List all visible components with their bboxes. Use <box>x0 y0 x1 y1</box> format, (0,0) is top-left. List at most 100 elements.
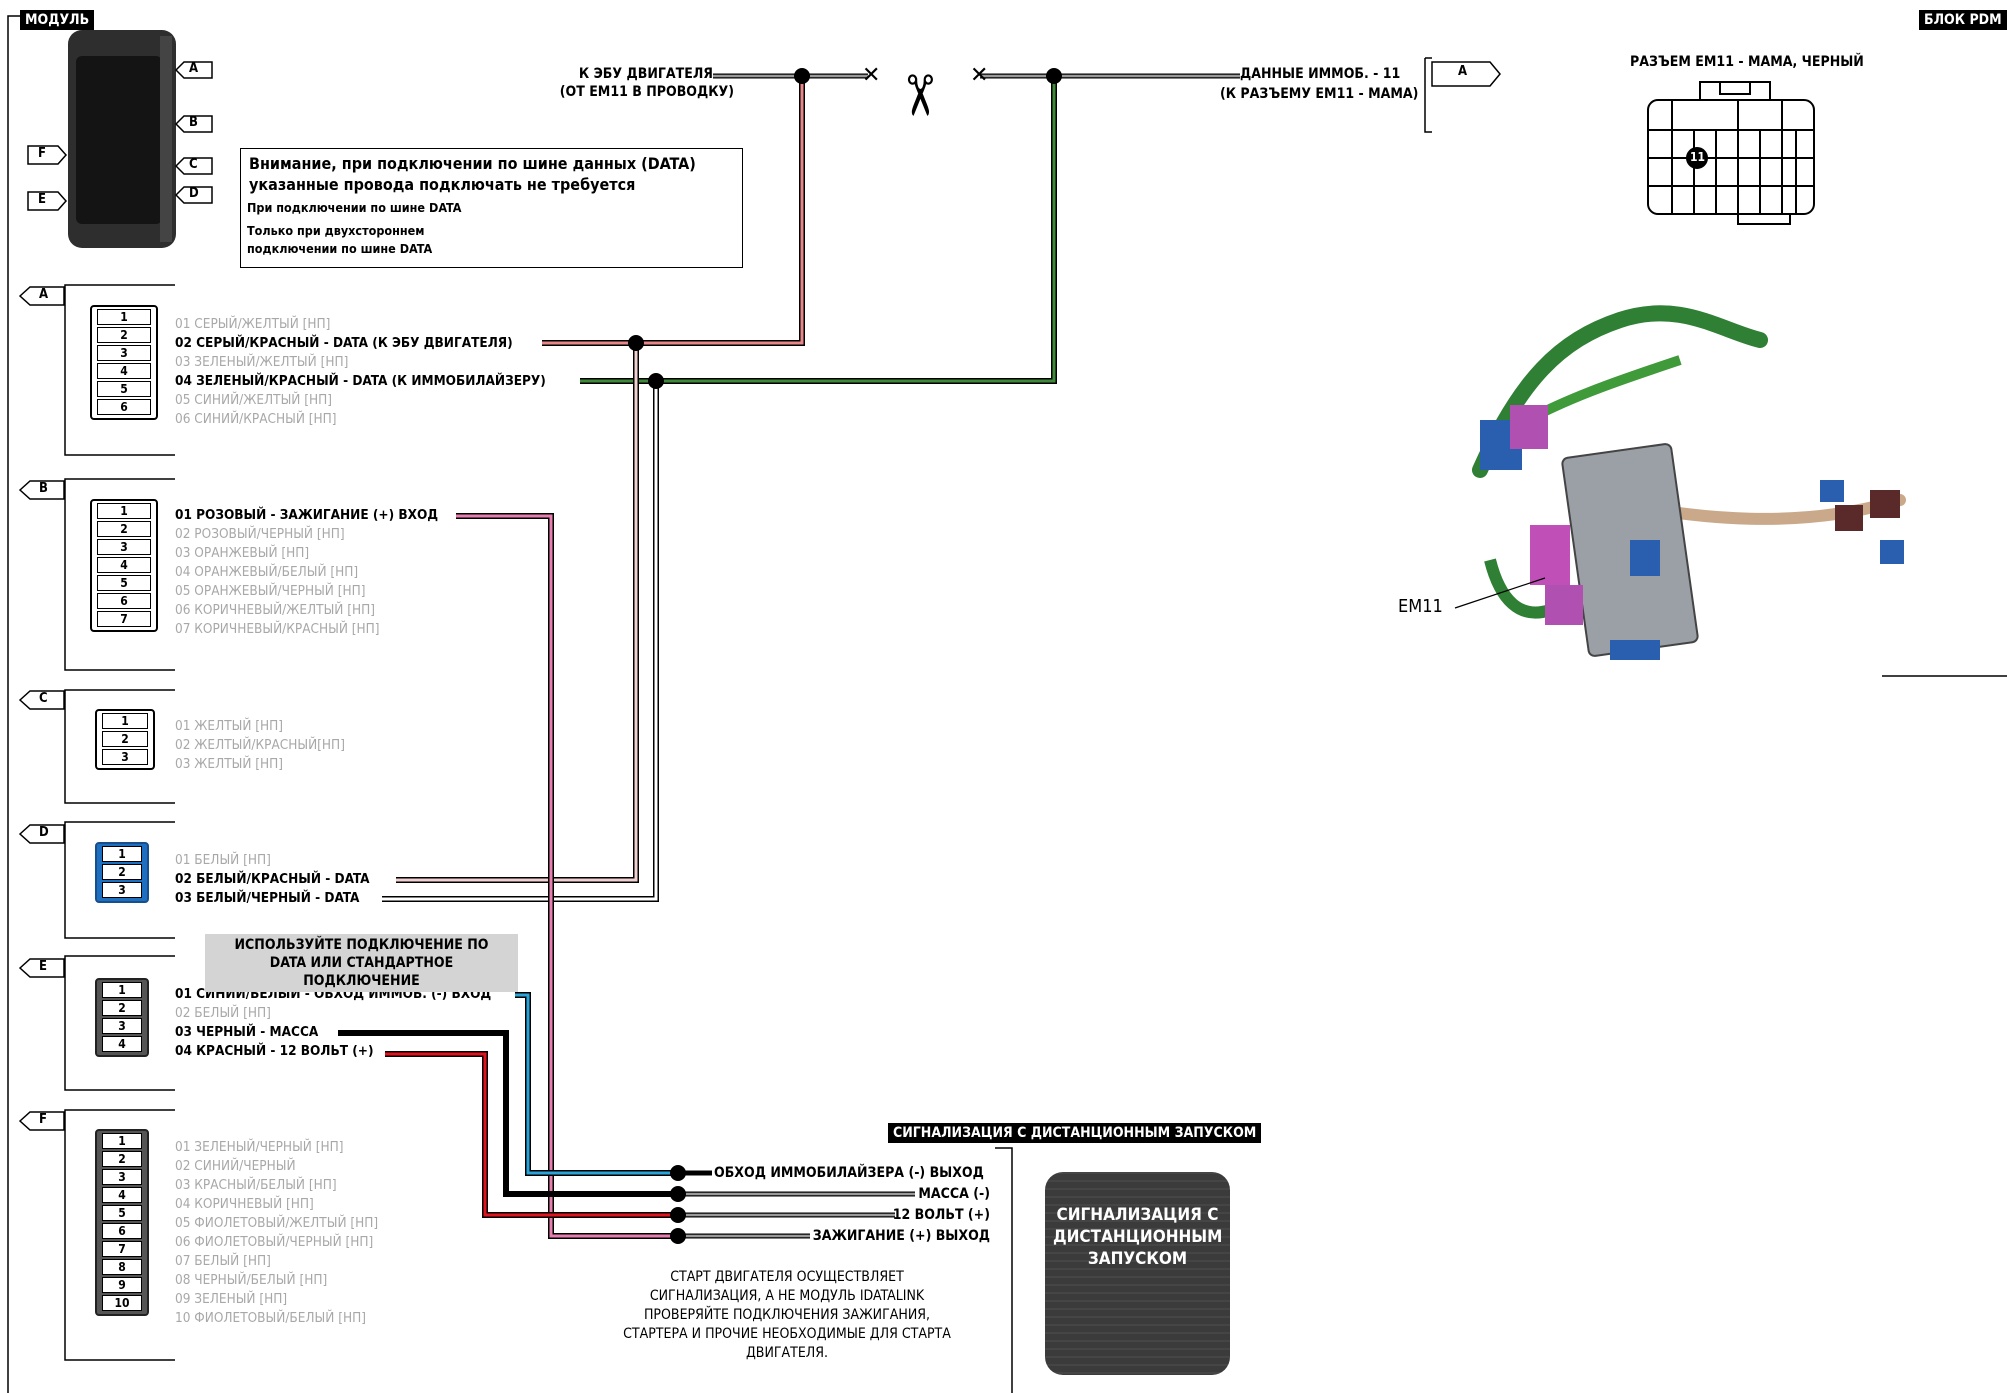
section-letter-c: C <box>39 691 48 706</box>
connector-pin: 3 <box>102 1018 142 1034</box>
connector-pin: 5 <box>102 1205 142 1221</box>
connector-pin: 1 <box>102 982 142 998</box>
pin-label: 03 ЧЕРНЫЙ - МАССА <box>175 1024 319 1040</box>
em11-pin-number: 11 <box>1690 150 1706 164</box>
pin-label: 01 ЗЕЛЕНЫЙ/ЧЕРНЫЙ [НП] <box>175 1139 344 1155</box>
ecu-label-line1: К ЭБУ ДВИГАТЕЛЯ <box>578 66 713 82</box>
data-note-title: Внимание, при подключении по шине данных… <box>249 154 696 194</box>
connector-pin: 1 <box>102 846 142 862</box>
junction-dots <box>628 68 1062 1244</box>
connector-d: 1 2 3 <box>95 842 149 903</box>
immo-label-line1: ДАННЫЕ ИММОБ. - 11 <box>1240 66 1401 82</box>
data-note-box: Внимание, при подключении по шине данных… <box>240 148 743 268</box>
svg-text:✂: ✂ <box>886 72 951 119</box>
start-note: СТАРТ ДВИГАТЕЛЯ ОСУЩЕСТВЛЯЕТ СИГНАЛИЗАЦИ… <box>623 1269 951 1361</box>
cut-mark-icon: ✕ <box>862 63 880 88</box>
pin-label: 01 РОЗОВЫЙ - ЗАЖИГАНИЕ (+) ВХОД <box>175 507 439 523</box>
section-letter-d: D <box>39 825 49 840</box>
connector-pin: 9 <box>102 1277 142 1293</box>
connector-pin: 1 <box>97 503 151 519</box>
connector-pin: 2 <box>102 864 142 880</box>
alarm-output-immo: ОБХОД ИММОБИЛАЙЗЕРА (-) ВЫХОД <box>714 1165 984 1181</box>
pin-label: 04 КОРИЧНЕВЫЙ [НП] <box>175 1196 314 1212</box>
immo-label-line2: (К РАЗЪЕМУ ЕМ11 - МАМА) <box>1220 86 1419 102</box>
section-letter-a: A <box>39 287 49 302</box>
pin-label: 03 БЕЛЫЙ/ЧЕРНЫЙ - DATA <box>175 890 360 906</box>
connector-pin: 4 <box>97 557 151 573</box>
alarm-section-title: СИГНАЛИЗАЦИЯ С ДИСТАНЦИОННЫМ ЗАПУСКОМ <box>888 1123 1262 1143</box>
connector-pin: 3 <box>102 749 148 765</box>
connector-pin: 2 <box>102 1151 142 1167</box>
connector-pin: 3 <box>102 882 142 898</box>
immo-connector-tag: A <box>1458 64 1468 79</box>
pin-label: 01 СЕРЫЙ/ЖЕЛТЫЙ [НП] <box>175 316 331 332</box>
pin-label: 02 РОЗОВЫЙ/ЧЕРНЫЙ [НП] <box>175 526 345 542</box>
ecu-label-line2: (ОТ ЕМ11 В ПРОВОДКУ) <box>559 84 734 100</box>
wire-green <box>580 76 1057 384</box>
pin-label: 02 СЕРЫЙ/КРАСНЫЙ - DATA (К ЭБУ ДВИГАТЕЛЯ… <box>175 335 513 351</box>
module-port-a: A <box>189 61 199 76</box>
connector-pin: 10 <box>102 1295 142 1311</box>
wire-white-red <box>396 343 639 883</box>
connector-brackets <box>64 284 175 1361</box>
pin-label: 06 ФИОЛЕТОВЫЙ/ЧЕРНЫЙ [НП] <box>175 1234 374 1250</box>
connector-pin: 2 <box>102 1000 142 1016</box>
pin-label: 04 КРАСНЫЙ - 12 ВОЛЬТ (+) <box>175 1043 374 1059</box>
connector-pin: 4 <box>102 1187 142 1203</box>
data-or-standard-note: ИСПОЛЬЗУЙТЕ ПОДКЛЮЧЕНИЕ ПО DATA ИЛИ СТАН… <box>205 934 518 992</box>
alarm-output-ground: МАССА (-) <box>918 1186 990 1202</box>
pin-label: 04 ОРАНЖЕВЫЙ/БЕЛЫЙ [НП] <box>175 564 359 580</box>
pin-label: 08 ЧЕРНЫЙ/БЕЛЫЙ [НП] <box>175 1272 328 1288</box>
connector-pin: 7 <box>97 611 151 627</box>
pin-label: 02 СИНИЙ/ЧЕРНЫЙ <box>175 1158 296 1174</box>
pin-label: 02 БЕЛЫЙ/КРАСНЫЙ - DATA <box>175 871 370 887</box>
alarm-output-ignition: ЗАЖИГАНИЕ (+) ВЫХОД <box>812 1228 990 1244</box>
module-port-d: D <box>189 186 199 201</box>
wire-red <box>385 1051 678 1218</box>
wire-blue <box>515 992 678 1176</box>
pin-label: 02 ЖЕЛТЫЙ/КРАСНЫЙ[НП] <box>175 737 345 753</box>
pin-label: 06 СИНИЙ/КРАСНЫЙ [НП] <box>175 411 337 427</box>
pin-label: 07 КОРИЧНЕВЫЙ/КРАСНЫЙ [НП] <box>175 621 380 637</box>
connector-pin: 3 <box>97 345 151 361</box>
connector-pin: 6 <box>97 399 151 415</box>
em11-label: EM11 <box>1398 596 1443 617</box>
connector-pin: 4 <box>97 363 151 379</box>
connector-pin: 6 <box>97 593 151 609</box>
pin-label: 10 ФИОЛЕТОВЫЙ/БЕЛЫЙ [НП] <box>175 1310 366 1326</box>
module-port-c: C <box>189 157 198 172</box>
data-note-row2-line2: подключении по шине DATA <box>247 241 433 256</box>
connector-pin: 5 <box>97 381 151 397</box>
wire-pink <box>456 513 678 1239</box>
connector-pin: 6 <box>102 1223 142 1239</box>
pin-label: 03 ОРАНЖЕВЫЙ [НП] <box>175 545 310 561</box>
pin-label: 07 БЕЛЫЙ [НП] <box>175 1253 271 1269</box>
connector-pin: 2 <box>97 327 151 343</box>
pin-label: 04 ЗЕЛЕНЫЙ/КРАСНЫЙ - DATA (К ИММОБИЛАЙЗЕ… <box>175 373 546 389</box>
pin-label: 03 КРАСНЫЙ/БЕЛЫЙ [НП] <box>175 1177 337 1193</box>
wire-black <box>338 1030 678 1197</box>
pdm-title: БЛОК PDM <box>1919 10 2007 30</box>
connector-pin: 4 <box>102 1036 142 1052</box>
data-note-row1: При подключении по шине DATA <box>247 200 462 215</box>
connector-pin: 2 <box>97 521 151 537</box>
connector-pin: 3 <box>97 539 151 555</box>
module-port-tags <box>27 61 213 211</box>
connector-pin: 7 <box>102 1241 142 1257</box>
pin-label: 01 ЖЕЛТЫЙ [НП] <box>175 718 284 734</box>
connector-e: 1 2 3 4 <box>95 978 149 1057</box>
connector-pin: 2 <box>102 731 148 747</box>
module-title: МОДУЛЬ <box>20 10 95 30</box>
em11-connector-title: РАЗЪЕМ ЕМ11 - МАМА, ЧЕРНЫЙ <box>1630 54 1864 70</box>
pin-label: 05 ОРАНЖЕВЫЙ/ЧЕРНЫЙ [НП] <box>175 583 366 599</box>
connector-pin: 8 <box>102 1259 142 1275</box>
em11-connector-icon <box>1647 81 1815 225</box>
module-port-b: B <box>189 115 198 130</box>
section-letter-tags <box>18 286 65 1131</box>
connector-pin: 1 <box>102 1133 142 1149</box>
